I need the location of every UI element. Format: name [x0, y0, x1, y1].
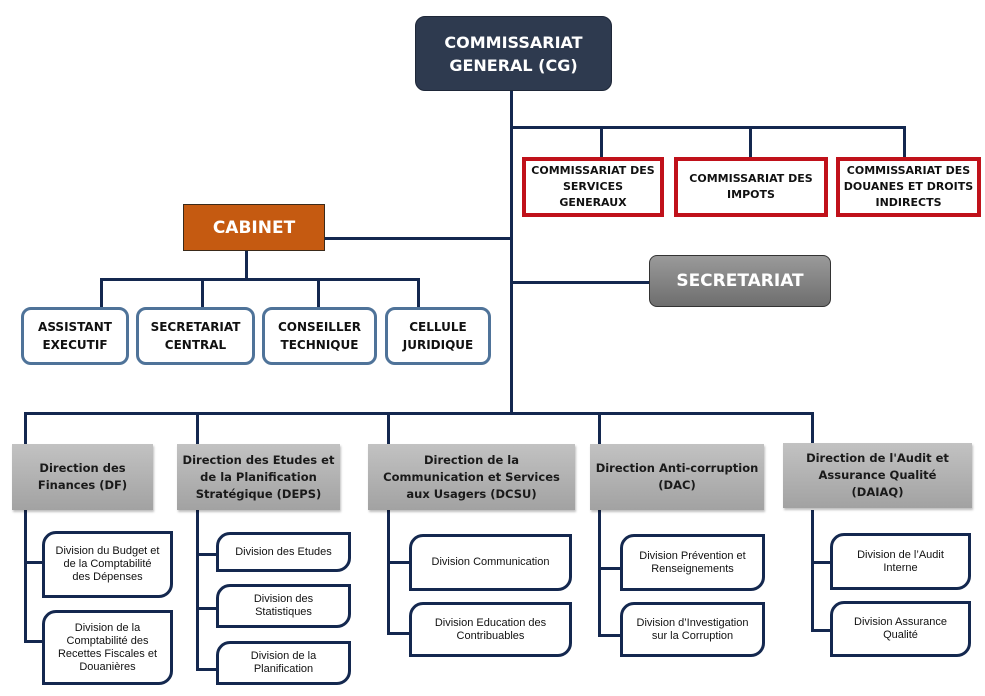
division-tick: [387, 561, 411, 564]
division-spine: [811, 510, 814, 632]
node-label: Division des Statistiques: [253, 593, 314, 618]
node-division-statistiques[interactable]: Division des Statistiques: [216, 584, 351, 628]
node-label: Division de la Planification: [250, 650, 317, 675]
node-assistant-executif[interactable]: ASSISTANT EXECUTIF: [21, 307, 129, 365]
node-label: CONSEILLER TECHNIQUE: [277, 320, 362, 352]
node-direction-finances[interactable]: Direction des Finances (DF): [12, 444, 153, 510]
cabinet-child-drop: [317, 278, 320, 308]
node-label: CELLULE JURIDIQUE: [402, 320, 474, 352]
division-tick: [196, 553, 218, 556]
node-label: Division Assurance Qualité: [854, 616, 947, 641]
node-label: Division du Budget et de la Comptabilité…: [55, 545, 160, 583]
node-label: COMMISSARIAT DES DOUANES ET DROITS INDIR…: [843, 164, 974, 209]
node-division-etudes[interactable]: Division des Etudes: [216, 532, 351, 572]
direction-drop: [196, 412, 199, 445]
node-commissariat-impots[interactable]: COMMISSARIAT DES IMPOTS: [674, 157, 828, 217]
directions-bus: [24, 412, 814, 415]
division-spine: [24, 510, 27, 642]
node-label: CABINET: [212, 217, 296, 238]
node-label: Division de la Comptabilité des Recettes…: [57, 621, 158, 673]
node-label: Direction des Etudes et de la Planificat…: [182, 452, 335, 501]
division-tick: [811, 561, 833, 564]
direction-drop: [811, 412, 814, 445]
node-label: Division Prévention et Renseignements: [639, 549, 746, 575]
division-tick: [598, 567, 622, 570]
node-division-investigation[interactable]: Division d’Investigation sur la Corrupti…: [620, 602, 765, 657]
node-label: COMMISSARIAT DES IMPOTS: [689, 172, 813, 201]
division-spine: [387, 510, 390, 635]
commissariat-drop: [903, 126, 906, 158]
secretariat-link: [510, 281, 650, 284]
node-label: COMMISSARIAT DES SERVICES GENERAUX: [531, 164, 655, 209]
cabinet-child-drop: [100, 278, 103, 308]
node-label: SECRETARIAT: [676, 271, 804, 291]
node-label: Division d’Investigation sur la Corrupti…: [636, 616, 749, 642]
direction-drop: [387, 412, 390, 445]
node-label: Direction Anti-corruption (DAC): [595, 461, 759, 492]
division-spine: [598, 510, 601, 637]
node-commissariat-services-generaux[interactable]: COMMISSARIAT DES SERVICES GENERAUX: [522, 157, 664, 217]
node-direction-etudes-planification[interactable]: Direction des Etudes et de la Planificat…: [177, 444, 340, 510]
node-label: COMMISSARIAT GENERAL (CG): [444, 32, 583, 75]
trunk-line: [510, 91, 513, 415]
commissariat-drop: [600, 126, 603, 158]
node-cabinet[interactable]: CABINET: [183, 204, 325, 251]
node-division-planification[interactable]: Division de la Planification: [216, 641, 351, 685]
division-tick: [196, 607, 218, 610]
node-label: ASSISTANT EXECUTIF: [38, 320, 112, 352]
node-division-prevention[interactable]: Division Prévention et Renseignements: [620, 534, 765, 591]
division-tick: [196, 668, 218, 671]
division-tick: [598, 634, 622, 637]
node-commissariat-douanes[interactable]: COMMISSARIAT DES DOUANES ET DROITS INDIR…: [836, 157, 981, 217]
cabinet-drop: [245, 251, 248, 280]
node-label: SECRETARIAT CENTRAL: [150, 320, 241, 352]
node-division-communication[interactable]: Division Communication: [409, 534, 572, 591]
commissariat-bus: [510, 126, 906, 129]
node-direction-anti-corruption[interactable]: Direction Anti-corruption (DAC): [590, 444, 764, 510]
node-label: Direction des Finances (DF): [37, 461, 128, 492]
node-division-budget[interactable]: Division du Budget et de la Comptabilité…: [42, 531, 173, 598]
direction-drop: [598, 412, 601, 445]
node-label: Division de l’Audit Interne: [857, 548, 944, 574]
node-secretariat[interactable]: SECRETARIAT: [649, 255, 831, 307]
node-secretariat-central[interactable]: SECRETARIAT CENTRAL: [136, 307, 255, 365]
node-label: Division Education des Contribuables: [434, 616, 547, 642]
cabinet-child-drop: [201, 278, 204, 308]
node-label: Direction de l'Audit et Assurance Qualit…: [806, 451, 949, 499]
node-label: Division des Etudes: [235, 545, 332, 558]
node-label: Direction de la Communication et Service…: [383, 452, 560, 501]
division-tick: [24, 640, 44, 643]
cabinet-children-bus: [100, 278, 420, 281]
node-cellule-juridique[interactable]: CELLULE JURIDIQUE: [385, 307, 491, 365]
node-conseiller-technique[interactable]: CONSEILLER TECHNIQUE: [262, 307, 377, 365]
node-division-assurance-qualite[interactable]: Division Assurance Qualité: [830, 601, 971, 657]
node-label: Division Communication: [431, 556, 550, 568]
node-division-education[interactable]: Division Education des Contribuables: [409, 602, 572, 657]
cabinet-link: [325, 237, 513, 240]
division-tick: [24, 561, 44, 564]
node-direction-audit-qualite[interactable]: Direction de l'Audit et Assurance Qualit…: [783, 443, 972, 508]
node-division-audit-interne[interactable]: Division de l’Audit Interne: [830, 533, 971, 590]
direction-drop: [24, 412, 27, 445]
cabinet-child-drop: [417, 278, 420, 308]
division-tick: [811, 629, 833, 632]
node-direction-communication[interactable]: Direction de la Communication et Service…: [368, 444, 575, 510]
node-commissariat-general[interactable]: COMMISSARIAT GENERAL (CG): [415, 16, 612, 91]
division-spine: [196, 510, 199, 671]
division-tick: [387, 632, 411, 635]
commissariat-drop: [749, 126, 752, 158]
node-division-recettes[interactable]: Division de la Comptabilité des Recettes…: [42, 610, 173, 685]
